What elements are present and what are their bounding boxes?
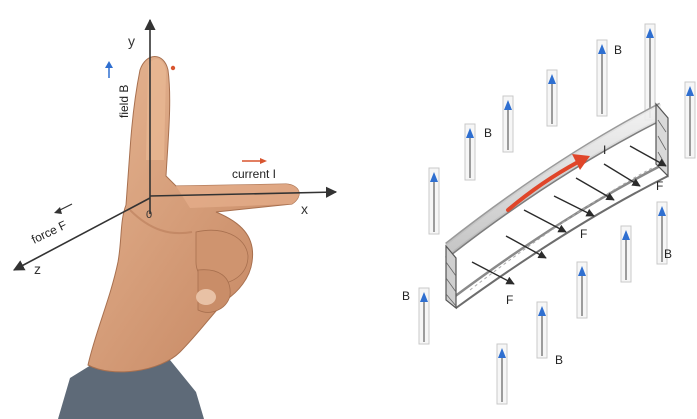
- force-symbol-label: F: [580, 227, 587, 241]
- field-symbol-label: B: [614, 43, 622, 57]
- force-label-group: force F: [29, 218, 69, 247]
- force-arrow: [553, 195, 595, 217]
- field-symbol-label: B: [555, 353, 563, 367]
- field-arrow-head: [622, 230, 630, 240]
- field-label-group: field B: [117, 85, 131, 118]
- field-arrow-head: [498, 348, 506, 358]
- axes: y x z 0: [13, 18, 338, 277]
- field-arrows: [418, 23, 696, 405]
- x-axis-label: x: [301, 201, 308, 217]
- force-arrow: [575, 177, 615, 201]
- current-label: current I: [232, 167, 276, 181]
- z-axis-label: z: [34, 261, 41, 277]
- field-arrow-head: [548, 74, 556, 84]
- field-marker-arrow: [105, 61, 113, 78]
- force-symbol-label: F: [506, 293, 513, 307]
- field-arrow-head: [504, 100, 512, 110]
- y-axis-label: y: [128, 33, 135, 49]
- hand-rule-figure: y x z 0 field B current I force F: [13, 18, 338, 419]
- force-arrow: [629, 145, 667, 167]
- force-marker-arrow: [54, 203, 73, 214]
- force-symbol-label: F: [656, 179, 663, 193]
- force-arrow: [523, 209, 567, 233]
- hand: [87, 56, 300, 373]
- field-symbol-label: B: [664, 247, 672, 261]
- z-axis-line: [13, 197, 151, 271]
- field-arrow-head: [538, 306, 546, 316]
- force-arrow: [471, 261, 515, 285]
- current-arrow: [506, 154, 590, 212]
- force-label: force F: [29, 218, 69, 247]
- conductor-figure: B B B B B: [402, 23, 696, 405]
- sleeve: [58, 352, 204, 419]
- field-arrow-head: [686, 86, 694, 96]
- red-dot: [170, 65, 176, 71]
- origin-label: 0: [146, 209, 152, 221]
- field-arrow-head: [578, 266, 586, 276]
- field-arrow-head: [466, 128, 474, 138]
- force-arrow: [603, 163, 641, 187]
- current-marker-arrow: [242, 158, 267, 164]
- field-label: field B: [117, 85, 131, 118]
- field-arrow-head: [430, 172, 438, 182]
- field-arrow-head: [658, 206, 666, 216]
- field-arrow-head: [420, 292, 428, 302]
- field-arrow-head: [598, 44, 606, 54]
- field-symbol-label: B: [402, 289, 410, 303]
- x-axis-line: [149, 186, 338, 198]
- field-labels: B B B B B: [402, 43, 672, 367]
- conductor: [445, 102, 669, 310]
- force-arrow: [505, 235, 547, 259]
- field-arrow-head: [646, 28, 654, 38]
- force-arrows: [471, 145, 667, 285]
- current-symbol-label: I: [603, 143, 606, 157]
- field-symbol-label: B: [484, 126, 492, 140]
